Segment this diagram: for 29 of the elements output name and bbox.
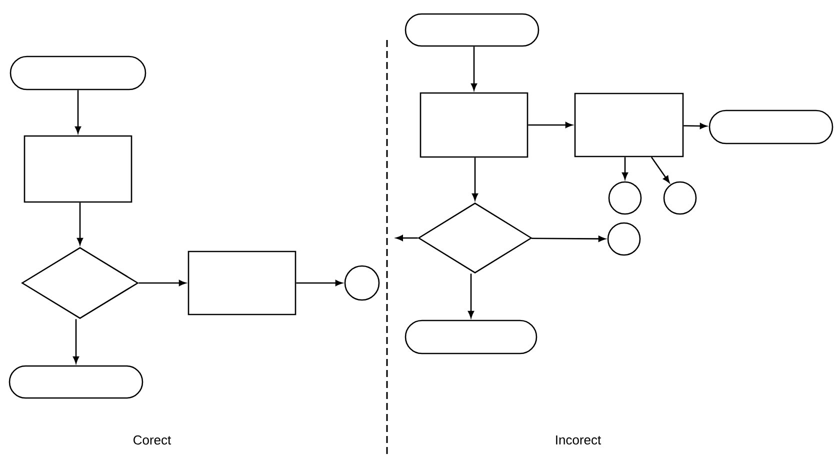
arrow (138, 280, 186, 286)
section-label: Corect (134, 435, 172, 445)
arrow (528, 122, 572, 128)
arrow (468, 274, 474, 318)
arrow (684, 123, 707, 129)
arrow (73, 319, 79, 364)
process-box (188, 250, 296, 316)
terminal-shape (8, 365, 144, 399)
arrow (75, 90, 81, 134)
process-box (24, 135, 132, 203)
arrow (532, 236, 606, 242)
process-box (420, 92, 528, 158)
terminal-shape (708, 110, 834, 144)
arrow (396, 235, 418, 241)
arrow (472, 158, 478, 200)
connector-circle (663, 181, 697, 215)
process-box (574, 92, 684, 158)
arrow (622, 157, 628, 180)
connector-circle (608, 181, 642, 215)
arrow (471, 46, 477, 90)
connector-circle (607, 222, 641, 256)
connector-circle (344, 265, 380, 301)
terminal-shape (404, 320, 538, 354)
arrow (650, 156, 670, 183)
arrow (296, 280, 342, 286)
arrow (77, 202, 83, 245)
terminal-shape (404, 13, 540, 47)
terminal-shape (10, 56, 146, 90)
section-label: Incorect (556, 435, 602, 445)
